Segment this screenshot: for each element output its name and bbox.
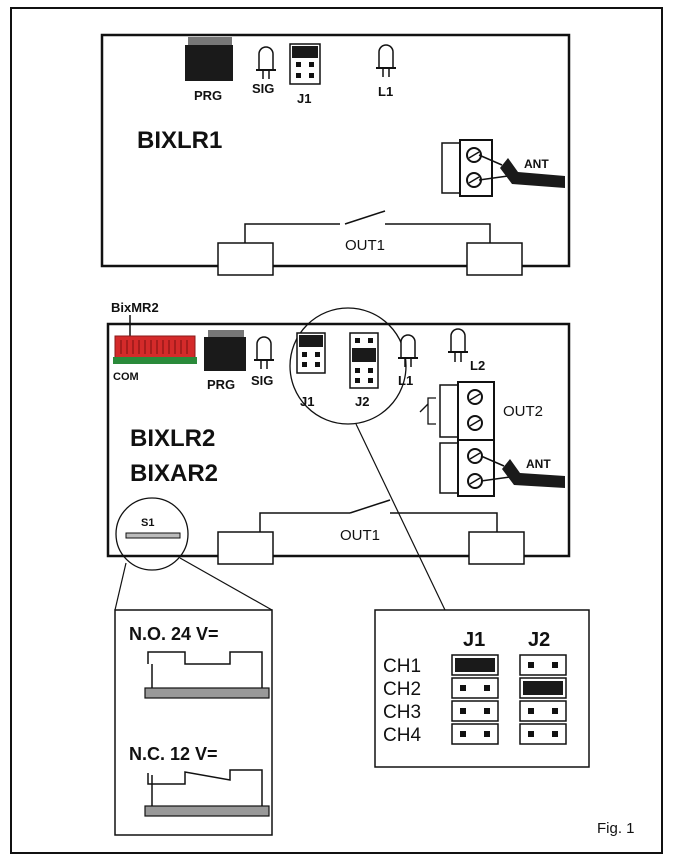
j1-cell-ch4 (451, 723, 499, 745)
sig-led-icon (256, 46, 276, 79)
figure-label: Fig. 1 (597, 820, 635, 837)
antenna-cable-icon (480, 455, 565, 488)
j2-jumper-icon (349, 332, 379, 389)
antenna-terminal-icon (439, 439, 495, 497)
ant-label: ANT (526, 457, 551, 471)
l2-label: L2 (470, 358, 485, 373)
s1-label: S1 (141, 517, 154, 529)
board1-title: BIXLR1 (137, 127, 222, 154)
j1-jumper-icon (296, 332, 326, 374)
prg-button-icon (185, 37, 233, 81)
jumper-table-row-label: CH1 (383, 656, 421, 677)
board-bixlr1: PRG SIG J1 L1 BIXLR1 (100, 33, 571, 276)
out1-label: OUT1 (340, 527, 380, 544)
prg-button-icon (204, 330, 246, 371)
prg-label: PRG (194, 88, 222, 103)
out2-terminal-icon (419, 381, 495, 441)
sig-label: SIG (252, 81, 274, 96)
s1-leader-line (179, 557, 273, 611)
jumper-table-col-j1: J1 (463, 629, 485, 651)
l1-label: L1 (378, 84, 393, 99)
j2-label: J2 (355, 394, 369, 409)
l1-label: L1 (398, 373, 413, 388)
jumper-leader-line (355, 423, 446, 611)
j1-label: J1 (300, 394, 314, 409)
prg-label: PRG (207, 377, 235, 392)
jumper-table-row-label: CH2 (383, 679, 421, 700)
com-label: COM (113, 371, 139, 383)
bixmr2-module: BixMR2 COM (111, 300, 197, 383)
j1-label: J1 (297, 91, 311, 106)
j1-jumper-icon (289, 43, 321, 85)
jumper-table-row-label: CH3 (383, 702, 421, 723)
l1-led-icon (398, 334, 418, 367)
no-switch-icon (144, 651, 270, 699)
nc-label: N.C. 12 V= (129, 744, 218, 764)
out2-label: OUT2 (503, 403, 543, 420)
no-label: N.O. 24 V= (129, 624, 219, 644)
j1-cell-ch1 (451, 654, 499, 676)
figure-frame (10, 7, 663, 854)
jumper-table-col-j2: J2 (528, 629, 550, 651)
j2-cell-ch1 (519, 654, 567, 676)
l2-led-icon (448, 328, 468, 362)
board2-title-line2: BIXAR2 (130, 460, 218, 487)
out1-relay-icon (217, 499, 525, 565)
s1-leader-line (114, 562, 127, 611)
s1-magnifier-circle (115, 497, 189, 571)
sig-label: SIG (251, 373, 273, 388)
j2-cell-ch4 (519, 723, 567, 745)
ant-label: ANT (524, 157, 549, 171)
j2-cell-ch2 (519, 677, 567, 699)
sig-led-icon (254, 336, 274, 369)
jumper-magnifier-circle (289, 307, 407, 425)
l1-led-icon (376, 44, 396, 77)
nc-switch-icon (144, 769, 270, 817)
j2-cell-ch3 (519, 700, 567, 722)
jumper-table-row-label: CH4 (383, 725, 421, 746)
antenna-terminal-icon (441, 139, 493, 197)
out1-relay-icon (217, 210, 523, 276)
out1-label: OUT1 (345, 237, 385, 254)
board2-title-line1: BIXLR2 (130, 425, 215, 452)
bixmr2-label: BixMR2 (111, 300, 159, 315)
switch-detail-panel: N.O. 24 V= N.C. 12 V= (114, 609, 273, 836)
s1-switch-icon (125, 532, 181, 539)
antenna-cable-icon (478, 154, 565, 188)
j1-cell-ch3 (451, 700, 499, 722)
j1-cell-ch2 (451, 677, 499, 699)
board-bixlr2-bixar2: PRG SIG J1 J2 (106, 307, 571, 571)
